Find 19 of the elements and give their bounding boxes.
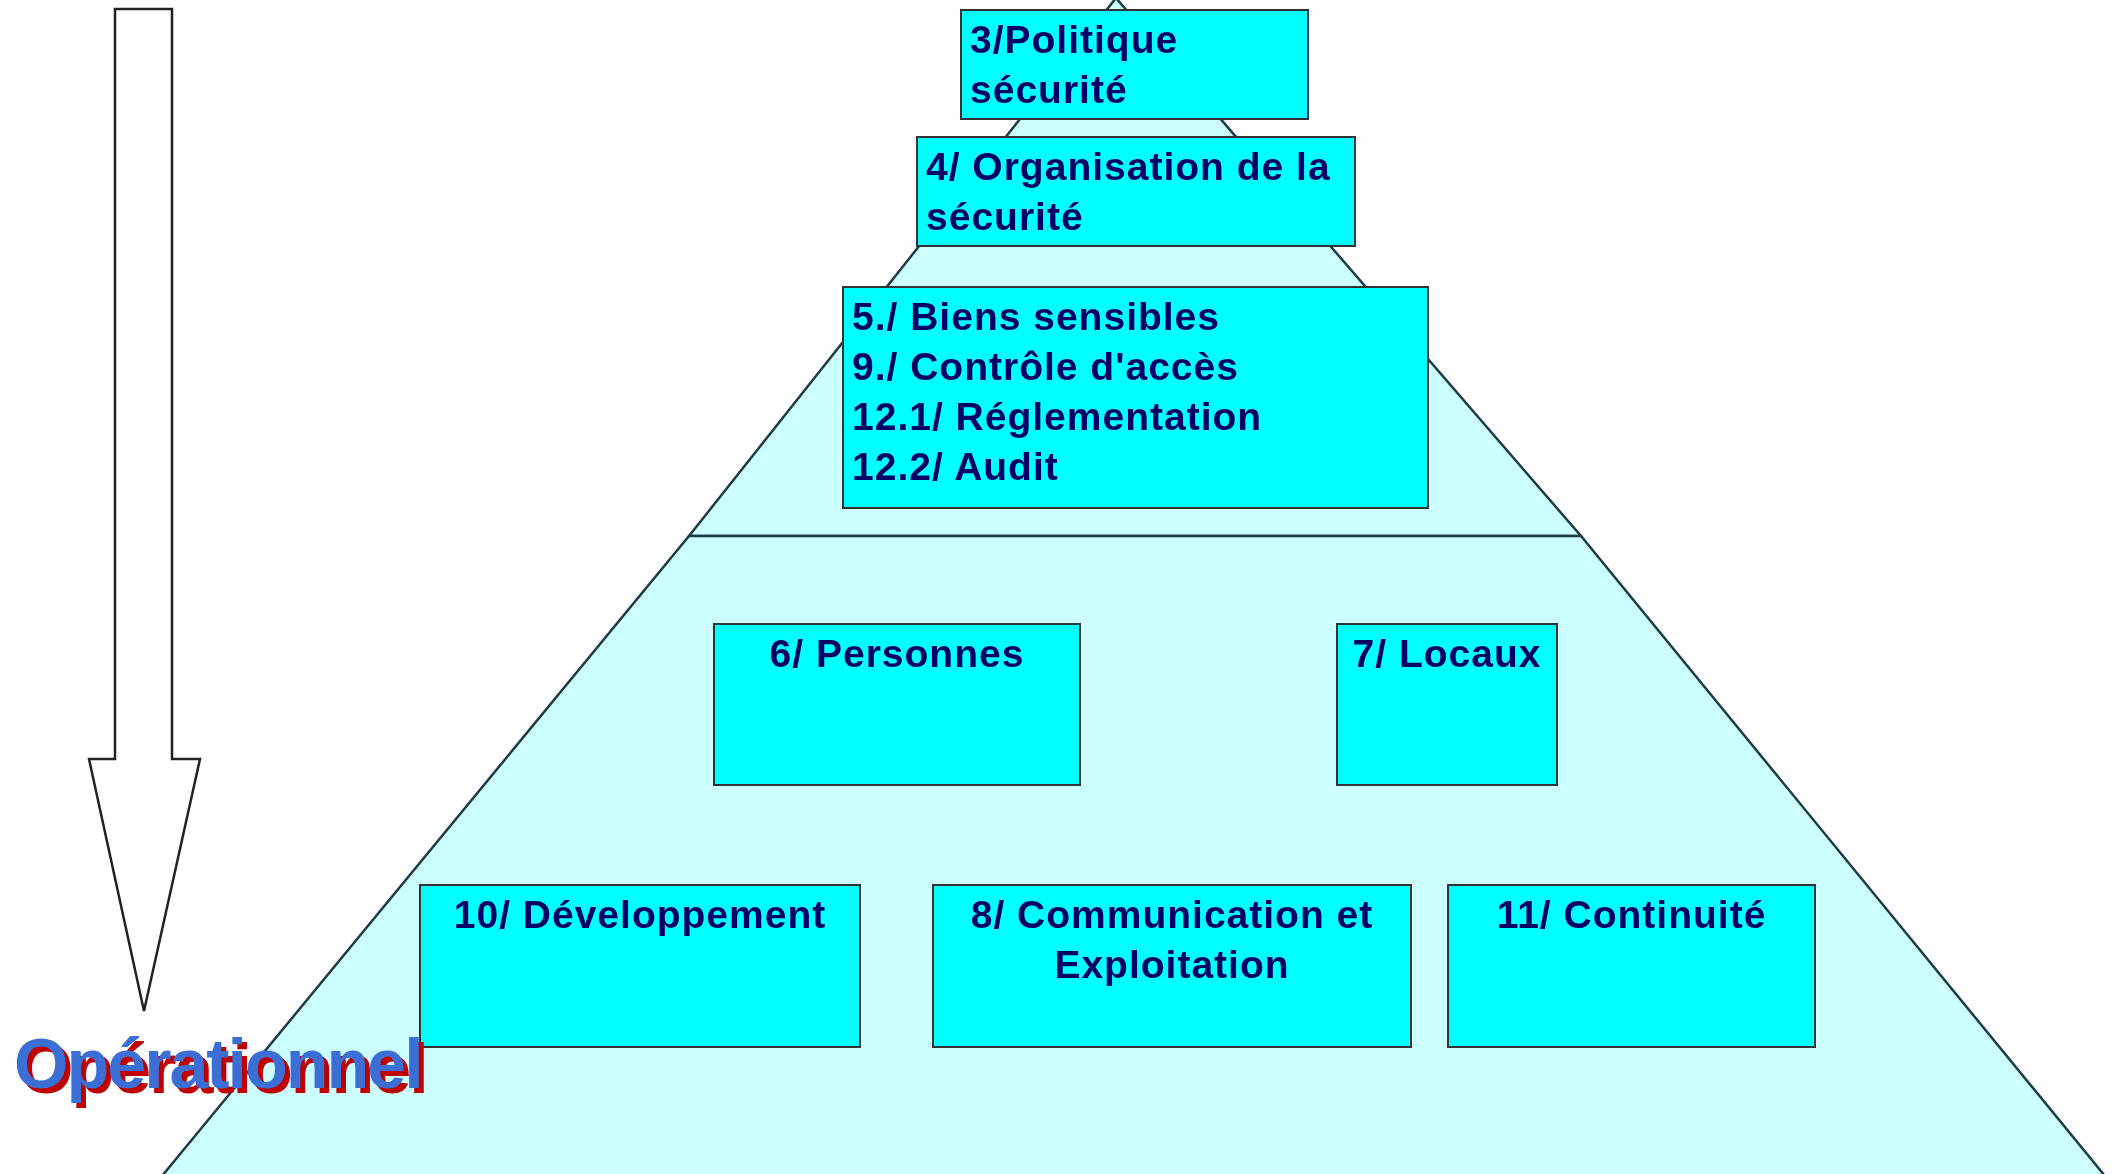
section-box bbox=[960, 9, 1309, 120]
section-title: 9./ Contrôle d'accès bbox=[852, 344, 1239, 390]
section-title: 5./ Biens sensibles bbox=[852, 294, 1220, 340]
section-title: 12.2/ Audit bbox=[852, 444, 1059, 490]
section-box bbox=[932, 884, 1412, 1048]
section-box bbox=[842, 286, 1429, 509]
section-box bbox=[1336, 623, 1558, 786]
section-title: 3/Politique sécurité bbox=[970, 17, 1180, 113]
section-box bbox=[419, 884, 861, 1048]
section-title: 4/ Organisation de la sécurité bbox=[926, 144, 1332, 240]
section-title: 7/ Locaux bbox=[1352, 631, 1542, 677]
section-title: 11/ Continuité bbox=[1496, 892, 1767, 938]
section-title: 12.1/ Réglementation bbox=[852, 394, 1263, 440]
section-box bbox=[1447, 884, 1816, 1048]
section-title: 10/ Développement bbox=[453, 892, 827, 938]
section-box bbox=[713, 623, 1081, 786]
section-box bbox=[916, 136, 1356, 247]
section-title: 8/ Communication et Exploitation bbox=[969, 892, 1375, 988]
section-title: 6/ Personnes bbox=[769, 631, 1025, 677]
